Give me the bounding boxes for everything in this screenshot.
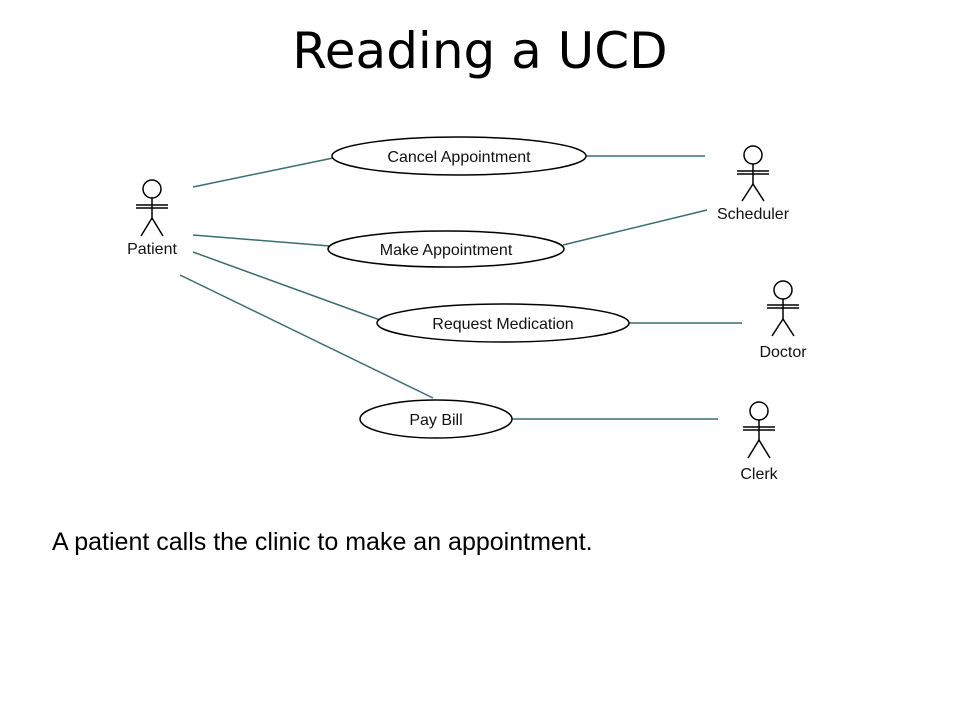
actor-scheduler: Scheduler (717, 145, 790, 223)
stick-figure-icon (142, 179, 162, 199)
association-make-scheduler (562, 209, 708, 246)
actor-label: Scheduler (717, 206, 790, 223)
use-case-label: Make Appointment (380, 242, 513, 259)
use-case-label: Pay Bill (409, 412, 462, 429)
actor-label: Clerk (740, 466, 778, 483)
actor-label: Doctor (759, 344, 807, 361)
association-patient-request (192, 251, 381, 321)
slide-caption: A patient calls the clinic to make an ap… (52, 528, 593, 556)
actor-doctor: Doctor (759, 280, 807, 361)
stick-figure-icon (743, 145, 763, 165)
actor-clerk: Clerk (740, 401, 779, 483)
actor-patient: Patient (127, 179, 177, 258)
use-case-label: Cancel Appointment (387, 149, 531, 166)
slide-title: Reading a UCD (292, 22, 668, 80)
actor-label: Patient (127, 241, 177, 258)
association-patient-make (192, 234, 331, 247)
use-case-make-appointment: Make Appointment (327, 230, 565, 268)
stick-figure-icon (773, 280, 793, 300)
stick-figure-icon (749, 401, 769, 421)
use-case-cancel-appointment: Cancel Appointment (331, 136, 587, 176)
association-patient-cancel (192, 157, 334, 188)
use-case-request-medication: Request Medication (376, 303, 630, 343)
association-patient-pay (179, 274, 434, 399)
use-case-label: Request Medication (432, 316, 573, 333)
use-case-pay-bill: Pay Bill (359, 399, 513, 439)
